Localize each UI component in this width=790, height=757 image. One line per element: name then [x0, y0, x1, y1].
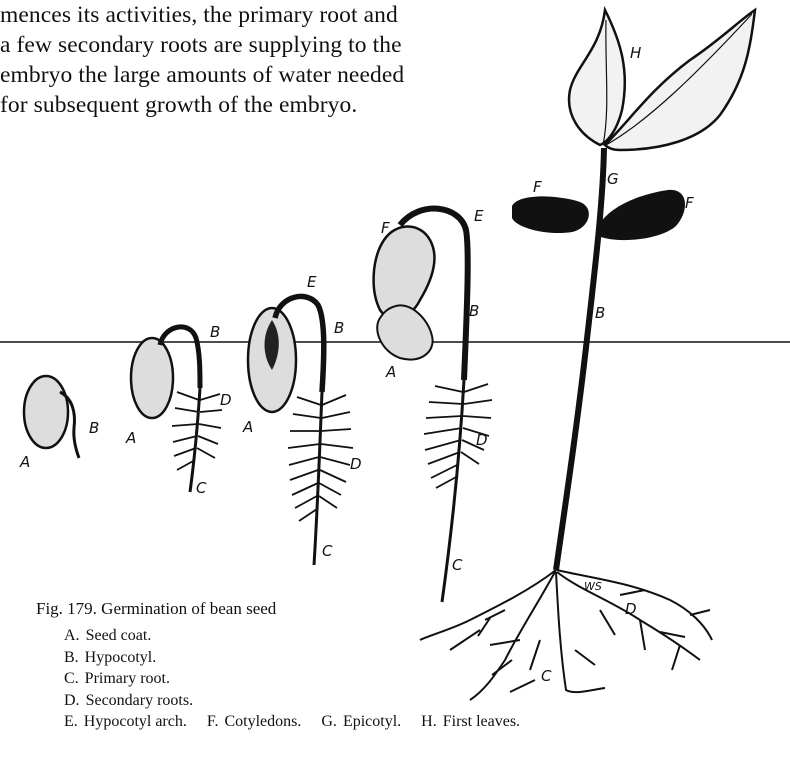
first-leaf-right [605, 10, 755, 150]
legend-item: F. Cotyledons. [207, 711, 302, 733]
legend-item: C. Primary root. [64, 668, 170, 690]
label-a: A [19, 453, 30, 471]
legend-row: A. Seed coat. [64, 625, 520, 647]
legend-key: B. [64, 649, 79, 666]
label-a: A [242, 418, 253, 436]
legend-item: D. Secondary roots. [64, 690, 193, 712]
legend-key: D. [64, 692, 80, 709]
seed-coat [377, 305, 432, 359]
legend-item: H. First leaves. [421, 711, 520, 733]
label-b: B [210, 323, 220, 341]
label-f: F [533, 178, 542, 196]
legend-text: Secondary roots. [86, 692, 194, 709]
seed-coat [24, 376, 68, 448]
cotyledon-left [512, 196, 589, 233]
cotyledon-right [598, 190, 685, 240]
label-d: D [350, 455, 362, 473]
label-a: A [385, 363, 396, 381]
label-c: C [452, 556, 463, 574]
figure-legend: A. Seed coat. B. Hypocotyl. C. Primary root… [64, 625, 520, 733]
legend-item: A. Seed coat. [64, 625, 151, 647]
seedling-stage-2 [131, 327, 222, 492]
legend-item: B. Hypocotyl. [64, 647, 156, 669]
first-leaf-left [569, 10, 625, 145]
legend-key: F. [207, 713, 219, 730]
label-f: F [381, 219, 390, 237]
label-b: B [89, 419, 99, 437]
seedling-stage-1 [24, 376, 79, 458]
legend-key: A. [64, 627, 80, 644]
legend-row: B. Hypocotyl. [64, 647, 520, 669]
artist-initials: WS [584, 580, 602, 593]
label-b: B [469, 302, 479, 320]
seed-coat [131, 338, 173, 418]
legend-item: G. Epicotyl. [321, 711, 401, 733]
seedling-stage-5 [420, 10, 755, 700]
legend-text: Hypocotyl arch. [84, 713, 187, 730]
legend-key: C. [64, 670, 79, 687]
legend-key: G. [321, 713, 337, 730]
label-c: C [541, 667, 552, 685]
figure-caption: Fig. 179. Germination of bean seed [36, 598, 276, 620]
legend-row: C. Primary root. [64, 668, 520, 690]
label-f: F [685, 194, 694, 212]
primary-root [190, 388, 200, 492]
label-d: D [476, 431, 488, 449]
legend-text: Cotyledons. [224, 713, 301, 730]
label-d: D [625, 600, 637, 618]
legend-text: First leaves. [443, 713, 520, 730]
label-b: B [595, 304, 605, 322]
legend-item: E. Hypocotyl arch. [64, 711, 187, 733]
label-h: H [630, 44, 641, 62]
legend-row: E. Hypocotyl arch. F. Cotyledons. G. Epicot… [64, 711, 520, 733]
seedling-stage-4 [374, 209, 492, 602]
legend-text: Primary root. [85, 670, 170, 687]
label-c: C [322, 542, 333, 560]
label-b: B [334, 319, 344, 337]
legend-text: Epicotyl. [343, 713, 401, 730]
label-a: A [125, 429, 136, 447]
label-g: G [607, 170, 619, 188]
legend-row: D. Secondary roots. [64, 690, 520, 712]
legend-key: E. [64, 713, 78, 730]
label-e: E [474, 207, 484, 225]
label-d: D [220, 391, 232, 409]
legend-text: Hypocotyl. [85, 649, 157, 666]
legend-key: H. [421, 713, 437, 730]
label-e: E [307, 273, 317, 291]
label-c: C [196, 479, 207, 497]
legend-text: Seed coat. [86, 627, 152, 644]
